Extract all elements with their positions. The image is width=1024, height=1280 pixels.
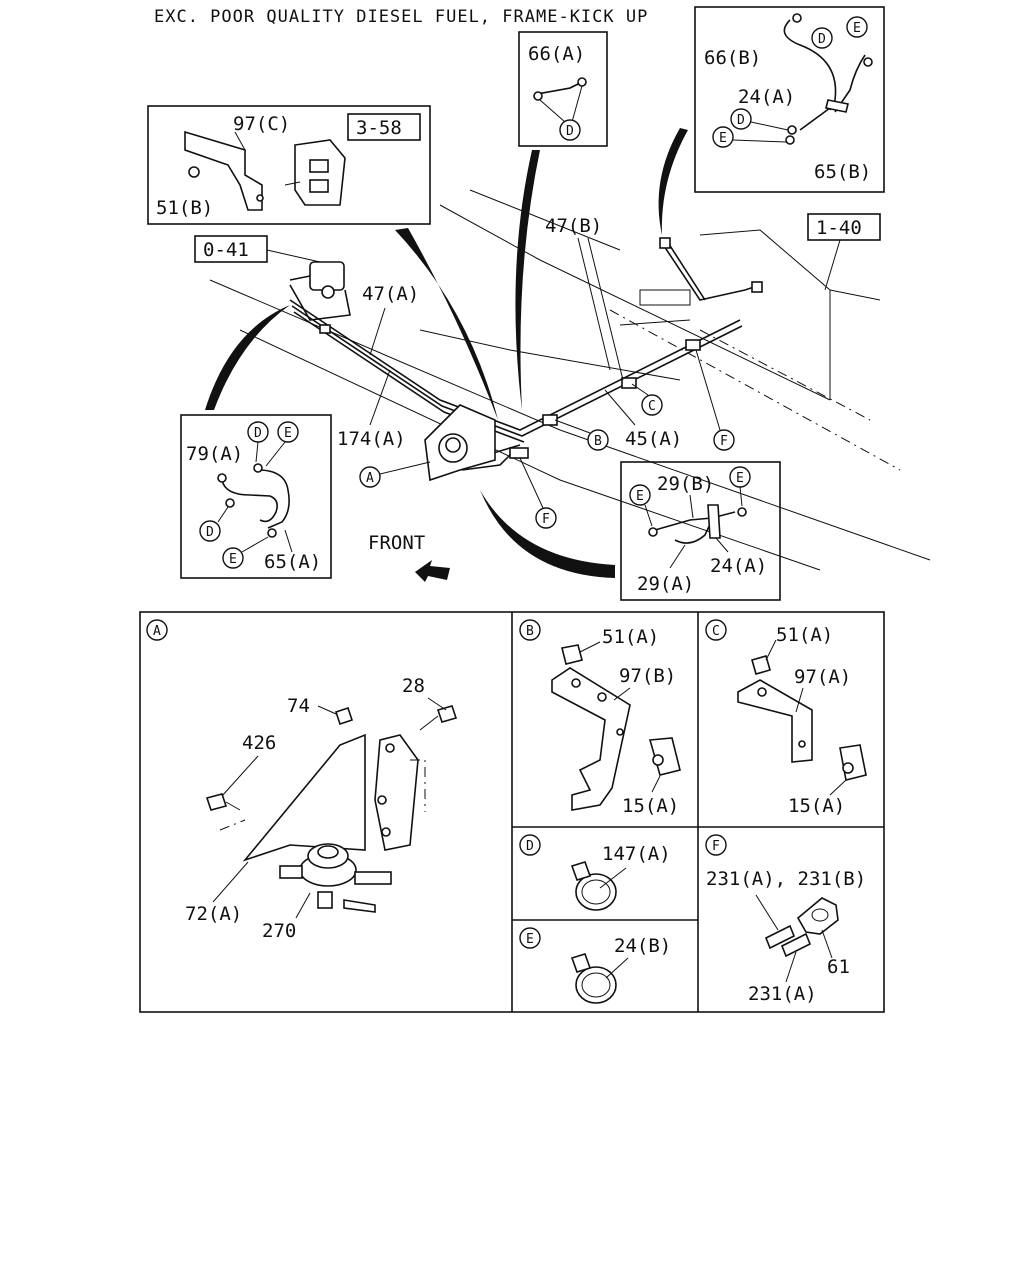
filter-bracket-assembly (424, 404, 529, 482)
detail-d: D 147(A) (519, 834, 671, 911)
arrow-front-icon (415, 560, 450, 582)
connector-0-41-part (289, 261, 345, 299)
label-47b: 47(B) (545, 215, 602, 237)
label-51a-b: 51(A) (602, 626, 659, 648)
front-indicator: FRONT (368, 532, 450, 582)
label-66b: 66(B) (704, 47, 761, 69)
callout-b: B (594, 434, 602, 449)
callout-f: F (720, 434, 728, 449)
label-231ab: 231(A), 231(B) (706, 868, 866, 890)
callout-d: D (254, 426, 262, 441)
label-29b: 29(B) (657, 473, 714, 495)
frame-outline (209, 189, 931, 571)
callout-d: D (737, 113, 745, 128)
callout-swooshes (205, 128, 688, 578)
detail-a-letter: A (153, 624, 161, 639)
callout-d: D (206, 525, 214, 540)
callout-c: C (648, 399, 656, 414)
detail-box-29: 29(B) 29(A) 24(A) E E (620, 461, 781, 601)
label-24b: 24(B) (614, 935, 671, 957)
line-clips (319, 237, 763, 426)
label-28: 28 (402, 675, 425, 697)
detail-c-letter: C (712, 624, 720, 639)
label-15a-c: 15(A) (788, 795, 845, 817)
detail-e-letter: E (526, 932, 534, 947)
ref-3-58: 3-58 (356, 117, 402, 139)
fuel-lines (289, 237, 761, 471)
label-231a: 231(A) (748, 983, 817, 1005)
label-51a-c: 51(A) (776, 624, 833, 646)
detail-box-66b: 66(B) 24(A) 65(B) D E D E (694, 6, 885, 193)
label-24a-box: 24(A) (738, 86, 795, 108)
callout-a: A (366, 471, 374, 486)
detail-c: C 51(A) 97(A) 15(A) (705, 619, 867, 817)
front-label: FRONT (368, 532, 425, 554)
detail-d-letter: D (526, 839, 534, 854)
detail-grid (139, 611, 885, 1013)
detail-box-66a: 66(A) D (518, 31, 608, 147)
label-65b: 65(B) (814, 161, 871, 183)
detail-a: A 74 28 426 72(A) 270 (146, 619, 458, 942)
label-97b: 97(B) (619, 665, 676, 687)
label-97a: 97(A) (794, 666, 851, 688)
label-79a: 79(A) (186, 443, 243, 465)
callout-d: D (566, 124, 574, 139)
label-45a: 45(A) (625, 428, 682, 450)
label-15a-b: 15(A) (622, 795, 679, 817)
label-147a: 147(A) (602, 843, 671, 865)
label-51b: 51(B) (156, 197, 213, 219)
callout-d: D (818, 32, 826, 47)
detail-b: B 51(A) 97(B) 15(A) (519, 619, 681, 817)
detail-b-letter: B (526, 624, 534, 639)
diagram-header: EXC. POOR QUALITY DIESEL FUEL, FRAME-KIC… (154, 7, 648, 27)
label-61: 61 (827, 956, 850, 978)
detail-f: F 231(A), 231(B) 61 231(A) (705, 834, 866, 1005)
callout-e: E (736, 471, 744, 486)
ref-0-41-text: 0-41 (203, 239, 249, 261)
callout-f: F (542, 512, 550, 527)
label-270: 270 (262, 920, 296, 942)
detail-f-letter: F (712, 839, 720, 854)
label-72a: 72(A) (185, 903, 242, 925)
detail-e: E 24(B) (519, 927, 671, 1004)
main-labels: 47(B) 47(A) 174(A) 45(A) A B C F F (337, 215, 735, 529)
detail-box-97c: 97(C) 51(B) 3-58 (147, 105, 431, 225)
label-65a: 65(A) (264, 551, 321, 573)
label-24a-2: 24(A) (710, 555, 767, 577)
callout-e: E (853, 21, 861, 36)
label-66a: 66(A) (528, 43, 585, 65)
label-174a: 174(A) (337, 428, 406, 450)
label-47a: 47(A) (362, 283, 419, 305)
ref-0-41: 0-41 (194, 235, 321, 263)
label-426: 426 (242, 732, 276, 754)
label-29a: 29(A) (637, 573, 694, 595)
label-97c: 97(C) (233, 113, 290, 135)
callout-e: E (719, 131, 727, 146)
ref-1-40-text: 1-40 (816, 217, 862, 239)
callout-e: E (284, 426, 292, 441)
callout-e: E (229, 552, 237, 567)
label-74: 74 (287, 695, 310, 717)
ref-1-40: 1-40 (807, 213, 881, 291)
detail-box-79a: 79(A) 65(A) D E D E (180, 414, 332, 579)
callout-e: E (636, 489, 644, 504)
